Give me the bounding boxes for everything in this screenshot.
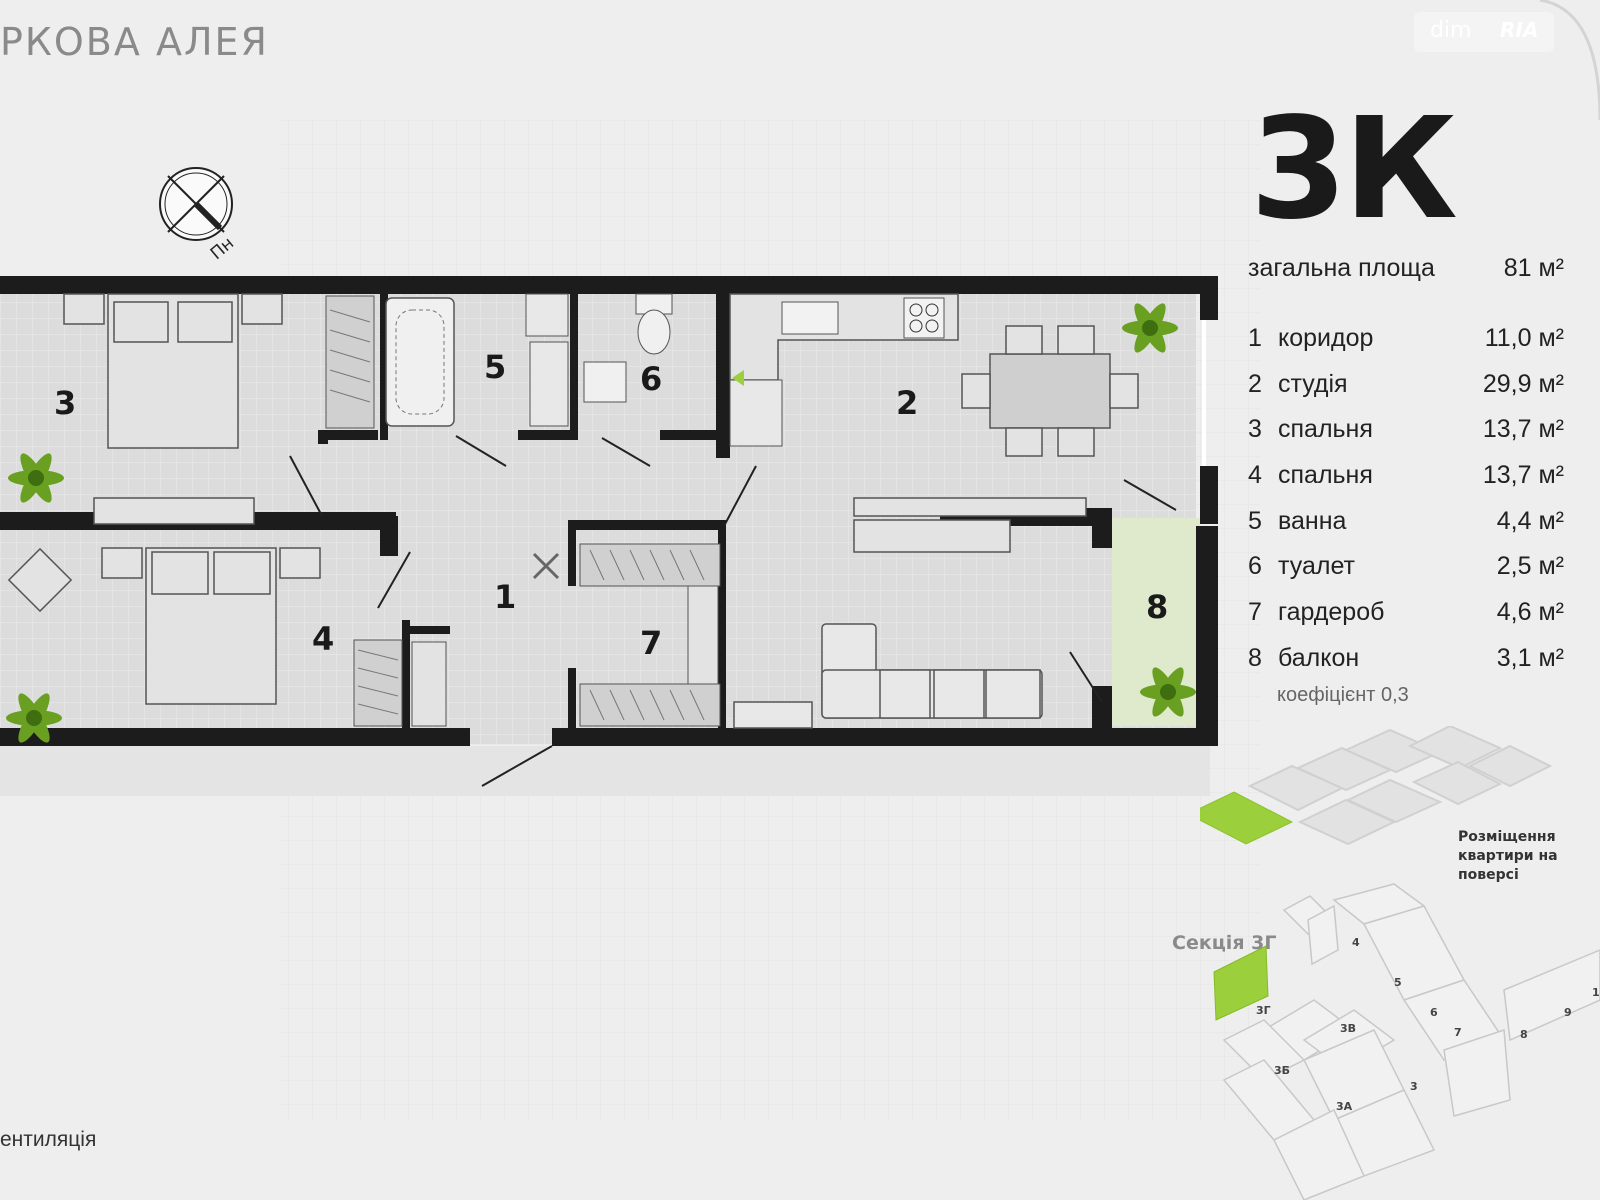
building-map: 4 5 6 7 8 9 1 3Г 3В 3Б 3А 3 — [1213, 883, 1600, 1200]
room-row: 4 спальня 13,7 м² — [1248, 461, 1564, 507]
compass-north-label: Пн — [207, 233, 238, 264]
room-area: 2,5 м² — [1496, 552, 1564, 581]
bathtub — [385, 297, 455, 427]
section-caption: Секція 3Г — [1172, 932, 1277, 954]
compass-icon: Пн — [159, 167, 238, 264]
building-label: 9 — [1564, 1006, 1572, 1019]
building-label: 1 — [1592, 986, 1600, 999]
room-row: 6 туалет 2,5 м² — [1248, 552, 1564, 598]
room-label-7: 7 — [640, 624, 662, 662]
caption-line: поверсі — [1458, 867, 1519, 883]
room-label-8: 8 — [1146, 588, 1168, 626]
building-label: 4 — [1352, 936, 1360, 949]
ventilation-marker-icon — [532, 552, 560, 580]
floor-plan: 1 2 3 4 5 6 7 8 — [0, 276, 1218, 796]
room-name: туалет — [1278, 552, 1355, 581]
project-title: РКОВА АЛЕЯ — [0, 20, 269, 64]
room-row: 1 коридор 11,0 м² — [1248, 324, 1564, 370]
room-row: 2 студія 29,9 м² — [1248, 370, 1564, 416]
room-area: 4,6 м² — [1496, 598, 1564, 627]
room-label-5: 5 — [484, 348, 506, 386]
sofa — [733, 623, 1043, 729]
plant-icon — [6, 303, 1196, 743]
room-number: 7 — [1248, 598, 1262, 627]
bed-room4 — [7, 547, 321, 705]
bed-room3 — [63, 293, 283, 525]
building-label: 7 — [1454, 1026, 1462, 1039]
room-number: 4 — [1248, 461, 1262, 490]
building-label: 8 — [1520, 1028, 1528, 1041]
room-number: 8 — [1248, 643, 1262, 672]
total-area-value: 81 м² — [1503, 254, 1564, 282]
floor-location-map — [1200, 726, 1553, 846]
building-label: 6 — [1430, 1006, 1438, 1019]
building-label: 3Б — [1274, 1064, 1290, 1077]
room-name: гардероб — [1278, 598, 1385, 627]
room-name: спальня — [1278, 461, 1373, 490]
total-area-label: загальна площа — [1248, 254, 1435, 282]
walls — [0, 276, 1218, 746]
room-row: 5 ванна 4,4 м² — [1248, 507, 1564, 553]
room-area: 13,7 м² — [1482, 415, 1564, 444]
room-number: 1 — [1248, 324, 1262, 352]
building-label: 3Г — [1256, 1004, 1271, 1017]
room-name: коридор — [1278, 324, 1374, 352]
toilet-icon — [583, 293, 673, 403]
floor-location-caption: Розміщення квартири на поверсі — [1458, 828, 1558, 885]
room-number: 6 — [1248, 552, 1262, 581]
plan-shadow — [0, 746, 1210, 796]
room-list: 1 коридор 11,0 м² 2 студія 29,9 м² 3 спальня 1… — [1248, 324, 1564, 690]
balcony-coefficient: коефіцієнт 0,3 — [1277, 684, 1409, 706]
apartment-highlight — [1200, 791, 1294, 845]
dining-table — [961, 325, 1139, 457]
ventilation-legend: ентиляція — [0, 1128, 97, 1151]
caption-line: квартири на — [1458, 848, 1558, 864]
building-label: 5 — [1394, 976, 1402, 989]
room-name: балкон — [1278, 643, 1360, 672]
room-name: ванна — [1278, 506, 1347, 535]
room-area: 4,4 м² — [1496, 506, 1564, 535]
apartment-type: 3К — [1250, 88, 1458, 251]
room-name: студія — [1278, 369, 1348, 398]
room-label-4: 4 — [312, 620, 334, 658]
room-area: 3,1 м² — [1496, 643, 1564, 672]
section-highlight — [1213, 945, 1269, 1021]
wardrobe-room3 — [325, 295, 375, 429]
room-row: 8 балкон 3,1 м² — [1248, 644, 1564, 690]
room-row: 7 гардероб 4,6 м² — [1248, 598, 1564, 644]
total-area-row: загальна площа 81 м² — [1248, 254, 1564, 283]
room-area: 13,7 м² — [1482, 461, 1564, 490]
room-name: спальня — [1278, 415, 1373, 444]
room-number: 2 — [1248, 369, 1262, 398]
room-area: 29,9 м² — [1482, 369, 1564, 398]
wardrobes — [353, 543, 721, 727]
sink-bath — [525, 293, 569, 427]
watermark-dim: dim — [1430, 18, 1472, 43]
room-number: 3 — [1248, 415, 1262, 444]
room-area: 11,0 м² — [1484, 324, 1564, 352]
tv-unit — [853, 497, 1087, 553]
watermark-logo: dim RIA — [1414, 12, 1554, 52]
room-number: 5 — [1248, 506, 1262, 535]
watermark-ria: RIA — [1500, 18, 1539, 42]
building-label: 3 — [1410, 1080, 1418, 1093]
room-row: 3 спальня 13,7 м² — [1248, 415, 1564, 461]
building-label: 3В — [1340, 1022, 1356, 1035]
caption-line: Розміщення — [1458, 829, 1556, 845]
room-label-2: 2 — [896, 384, 918, 422]
room-label-6: 6 — [640, 360, 662, 398]
door-swings — [289, 435, 1177, 787]
kitchen-counter — [729, 293, 959, 447]
room-label-1: 1 — [494, 578, 516, 616]
room-label-3: 3 — [54, 384, 76, 422]
building-label: 3А — [1336, 1100, 1353, 1113]
